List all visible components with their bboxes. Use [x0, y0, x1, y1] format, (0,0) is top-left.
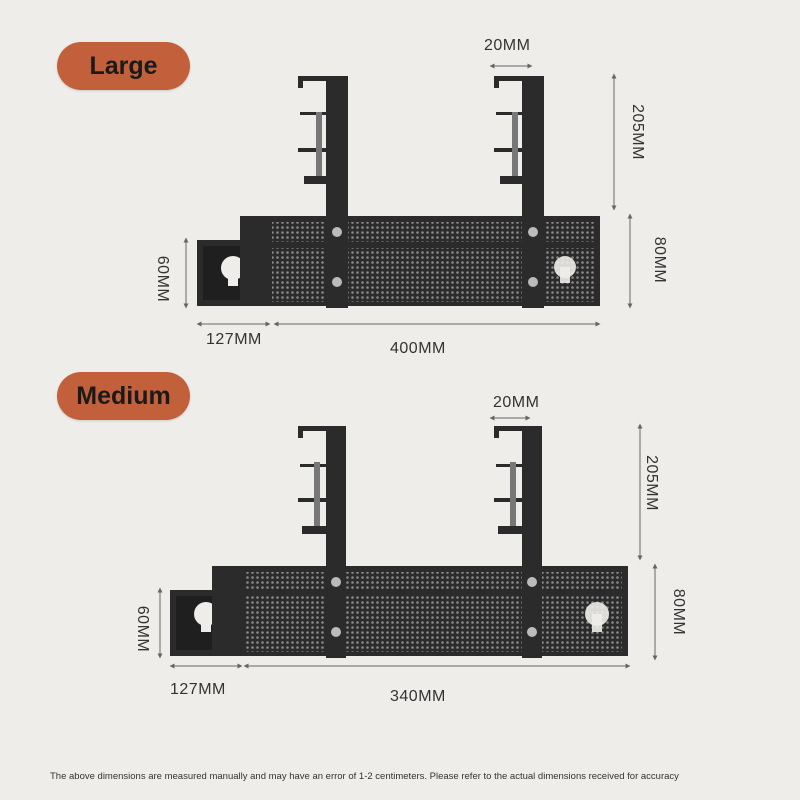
medium-clamp-width-label: 20MM: [493, 394, 540, 411]
large-label: Large: [57, 42, 190, 90]
large-length-label: 400MM: [390, 340, 446, 357]
large-clamp-width-label: 20MM: [484, 37, 531, 54]
large-tray-height-label: 80MM: [651, 236, 669, 284]
medium-dimension-lines: [157, 415, 658, 669]
large-dimension-lines: [183, 63, 633, 327]
large-height-label: 205MM: [628, 104, 646, 160]
large-side-height-label: 60MM: [154, 255, 172, 303]
medium-organizer-drawing: [170, 426, 628, 658]
medium-height-label: 205MM: [642, 455, 660, 511]
medium-side-height-label: 60MM: [134, 605, 152, 653]
medium-side-width-label: 127MM: [170, 681, 226, 698]
medium-label: Medium: [57, 372, 190, 420]
large-side-width-label: 127MM: [206, 331, 262, 348]
large-organizer-drawing: [197, 76, 600, 308]
dimension-disclaimer: The above dimensions are measured manual…: [50, 771, 679, 782]
medium-tray-height-label: 80MM: [670, 588, 688, 636]
medium-length-label: 340MM: [390, 688, 446, 705]
